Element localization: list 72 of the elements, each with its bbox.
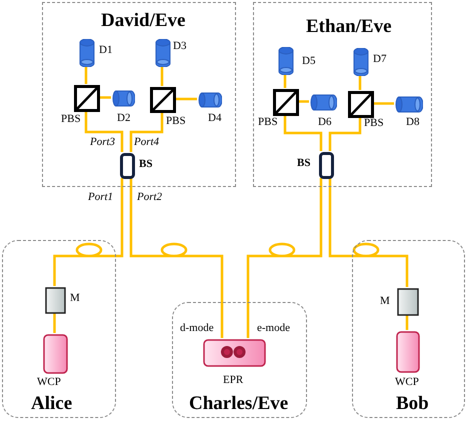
component-label: BS bbox=[139, 159, 152, 170]
port-label: Port2 bbox=[137, 192, 162, 203]
port-label: Port3 bbox=[90, 137, 116, 148]
component-label: WCP bbox=[37, 377, 61, 388]
detector-cylinder bbox=[395, 96, 423, 113]
component-label: D2 bbox=[117, 113, 130, 124]
fiber-line bbox=[358, 75, 362, 90]
component-label: PBS bbox=[61, 114, 81, 125]
fiber-line-with-coil bbox=[130, 176, 224, 340]
component-label: D1 bbox=[99, 45, 112, 56]
component-label: e-mode bbox=[257, 323, 290, 334]
group-title: Charles/Eve bbox=[189, 394, 288, 413]
component-label: D4 bbox=[208, 113, 222, 124]
fiber-line bbox=[284, 74, 286, 88]
detector-cylinder bbox=[155, 39, 171, 67]
detector-cylinder bbox=[79, 39, 95, 67]
fiber-line bbox=[373, 102, 394, 105]
component-label: D7 bbox=[373, 54, 386, 65]
detector-cylinder bbox=[310, 94, 337, 111]
laser-source-box bbox=[43, 334, 68, 374]
port-label: Port4 bbox=[134, 137, 160, 148]
component-label: M bbox=[380, 296, 390, 307]
fiber-line bbox=[53, 313, 56, 333]
fiber-line bbox=[284, 115, 322, 151]
port-label: Port1 bbox=[88, 192, 114, 203]
fiber-line bbox=[298, 100, 309, 103]
group-title: Alice bbox=[31, 394, 72, 413]
group-title: David/Eve bbox=[101, 11, 186, 30]
group-panel bbox=[42, 2, 236, 187]
group-panel bbox=[253, 2, 432, 187]
beam-splitter-cube bbox=[273, 89, 299, 116]
beam-splitter-cube bbox=[74, 85, 100, 112]
modulator-box bbox=[397, 288, 419, 316]
modulator-box bbox=[45, 287, 66, 314]
fiber-line-with-coil bbox=[246, 176, 322, 340]
fiber-line bbox=[160, 66, 164, 86]
group-title: Ethan/Eve bbox=[306, 17, 392, 36]
fiber-line bbox=[175, 98, 197, 100]
fiber-line-with-coil bbox=[328, 176, 408, 288]
component-label: M bbox=[70, 293, 80, 304]
detector-cylinder bbox=[278, 47, 294, 75]
component-label: d-mode bbox=[180, 323, 214, 334]
component-label: D8 bbox=[406, 117, 420, 128]
component-label: D5 bbox=[302, 56, 316, 67]
component-label: PBS bbox=[258, 117, 278, 128]
component-label: PBS bbox=[364, 118, 384, 129]
fiber-line bbox=[406, 315, 408, 330]
fiber-line bbox=[84, 111, 124, 152]
fiber-line-with-coil bbox=[53, 176, 124, 288]
group-title: Bob bbox=[396, 394, 429, 413]
beam-splitter bbox=[319, 152, 334, 179]
photon-source-box bbox=[203, 339, 266, 367]
beam-splitter-cube bbox=[150, 87, 176, 113]
fiber-line bbox=[130, 112, 164, 152]
group-panel bbox=[172, 302, 307, 418]
component-label: D6 bbox=[318, 117, 332, 128]
group-panel bbox=[352, 240, 465, 418]
component-label: BS bbox=[297, 158, 310, 169]
component-label: PBS bbox=[166, 116, 186, 127]
detector-cylinder bbox=[112, 90, 135, 107]
group-panel bbox=[2, 240, 116, 418]
beam-splitter-cube bbox=[348, 91, 374, 118]
fiber-line bbox=[99, 96, 111, 99]
fiber-line bbox=[328, 117, 362, 151]
fiber-line bbox=[84, 66, 88, 84]
detector-cylinder bbox=[353, 48, 369, 76]
component-label: D3 bbox=[173, 41, 186, 52]
beam-splitter bbox=[120, 153, 135, 179]
component-label: EPR bbox=[223, 375, 244, 386]
laser-source-box bbox=[396, 331, 420, 373]
component-label: WCP bbox=[395, 377, 419, 388]
detector-cylinder bbox=[198, 92, 222, 108]
